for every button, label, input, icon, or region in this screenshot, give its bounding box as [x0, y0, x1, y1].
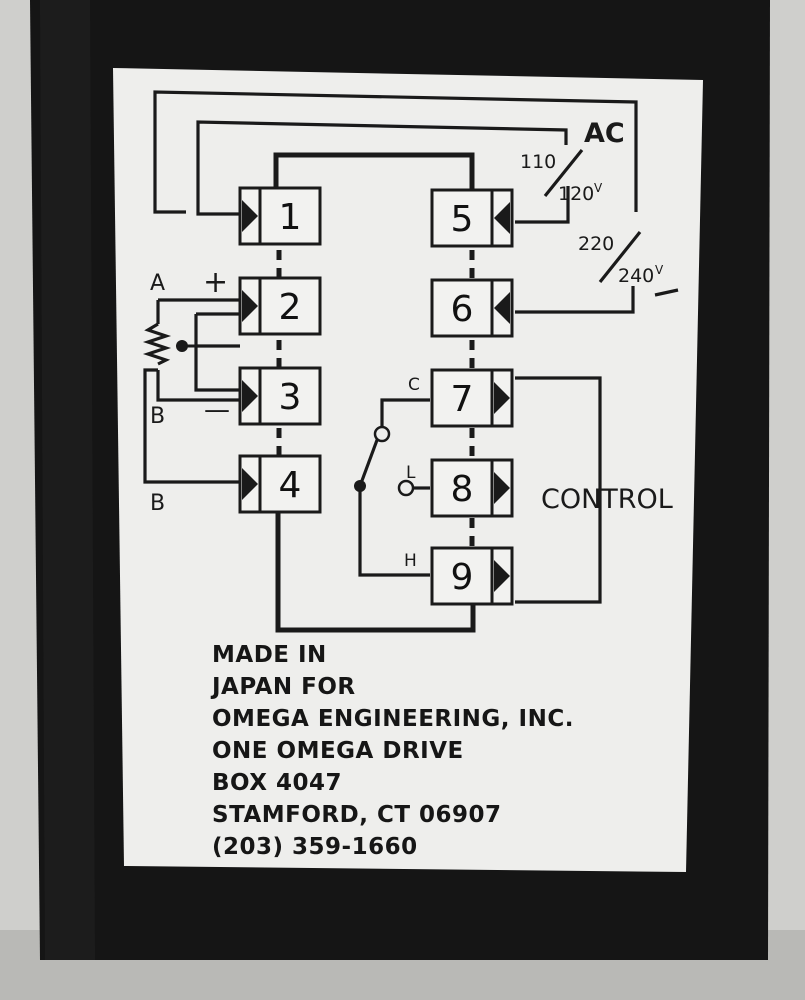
- voltage-110: 110: [520, 151, 556, 173]
- terminal-number: 1: [279, 197, 302, 238]
- terminal-arrow-icon: [494, 292, 510, 324]
- wire-supply-outer: [153, 90, 638, 214]
- control-label: CONTROL: [541, 484, 673, 515]
- terminal-number: 3: [279, 377, 302, 418]
- wire-supply-inner: [196, 120, 568, 216]
- sensor-labels: A B B + —: [150, 265, 230, 516]
- terminal-5: 5: [430, 188, 514, 248]
- wire-term6: [515, 286, 635, 314]
- terminal-arrow-icon: [494, 202, 510, 234]
- terminal-6: 6: [430, 278, 514, 338]
- switch-arm: [358, 431, 382, 487]
- voltage-120: 120: [558, 183, 594, 205]
- address-line-5: BOX 4047: [212, 770, 342, 796]
- address-line-7: (203) 359-1660: [212, 834, 418, 860]
- wiring: [142, 90, 679, 633]
- terminal-7: 7: [430, 368, 514, 428]
- relay-label-l: L: [406, 463, 416, 483]
- terminal-3: 3: [238, 366, 322, 426]
- terminal-blocks: 1 2 3 4 5 6 7 8 9: [238, 186, 514, 606]
- volt-unit-240: V: [655, 263, 664, 277]
- pot-resistor: [142, 322, 172, 366]
- terminal-number: 7: [451, 379, 474, 420]
- terminal-arrow-icon: [494, 382, 510, 414]
- control-bracket: [515, 376, 602, 604]
- relay-label-c: C: [408, 375, 420, 395]
- terminal-number: 2: [279, 287, 302, 328]
- terminal-number: 9: [451, 557, 474, 598]
- plus-sign: +: [203, 265, 228, 300]
- wire-bridge-top: [273, 152, 475, 190]
- ac-label: AC: [584, 118, 625, 149]
- sensor-label-b-top: B: [150, 404, 165, 429]
- slash-110-120: [543, 148, 584, 198]
- contact-l-icon: [397, 479, 415, 497]
- sensor-label-a: A: [150, 271, 165, 296]
- terminal-arrow-icon: [494, 472, 510, 504]
- wire-c: [380, 398, 430, 428]
- terminal-4: 4: [238, 454, 322, 514]
- terminal-8: 8: [430, 458, 514, 518]
- terminal-number: 8: [451, 469, 474, 510]
- address-line-6: STAMFORD, CT 06907: [212, 802, 502, 828]
- sensor-label-b-bottom: B: [150, 491, 165, 516]
- slash-220-240: [598, 231, 642, 283]
- address-line-4: ONE OMEGA DRIVE: [212, 738, 464, 764]
- wire-b-term3: [156, 370, 240, 402]
- wire-term5: [515, 186, 570, 224]
- terminal-1: 1: [238, 186, 322, 246]
- tick-240: [654, 288, 679, 297]
- terminal-9: 9: [430, 546, 514, 606]
- relay-label-h: H: [404, 551, 417, 571]
- wire-wiper: [194, 314, 240, 392]
- terminal-number: 5: [451, 199, 474, 240]
- terminal-number: 6: [451, 289, 474, 330]
- address-line-2: JAPAN FOR: [210, 674, 356, 700]
- address-line-1: MADE IN: [212, 642, 327, 668]
- contact-c-icon: [373, 425, 391, 443]
- terminal-2: 2: [238, 276, 322, 336]
- terminal-arrow-icon: [242, 468, 258, 500]
- terminal-arrow-icon: [494, 560, 510, 592]
- address-block: MADE IN JAPAN FOR OMEGA ENGINEERING, INC…: [210, 642, 574, 860]
- terminal-number: 4: [279, 465, 302, 506]
- terminal-arrow-icon: [242, 200, 258, 232]
- minus-sign: —: [204, 395, 230, 425]
- relay-labels: C L H CONTROL: [404, 375, 673, 571]
- voltage-240: 240: [618, 265, 654, 287]
- wire-bridge-bottom: [275, 512, 476, 633]
- wire-b-term4: [143, 368, 240, 484]
- address-line-3: OMEGA ENGINEERING, INC.: [212, 706, 574, 732]
- housing-highlight: [40, 0, 95, 960]
- supply-labels: AC 110 120 V 220 240 V: [520, 118, 664, 287]
- terminal-arrow-icon: [242, 290, 258, 322]
- volt-unit-120: V: [594, 181, 603, 195]
- switch-pivot-icon: [354, 480, 366, 492]
- terminal-arrow-icon: [242, 380, 258, 412]
- voltage-220: 220: [578, 233, 614, 255]
- label-plate: [113, 68, 703, 872]
- wire-h: [358, 486, 430, 577]
